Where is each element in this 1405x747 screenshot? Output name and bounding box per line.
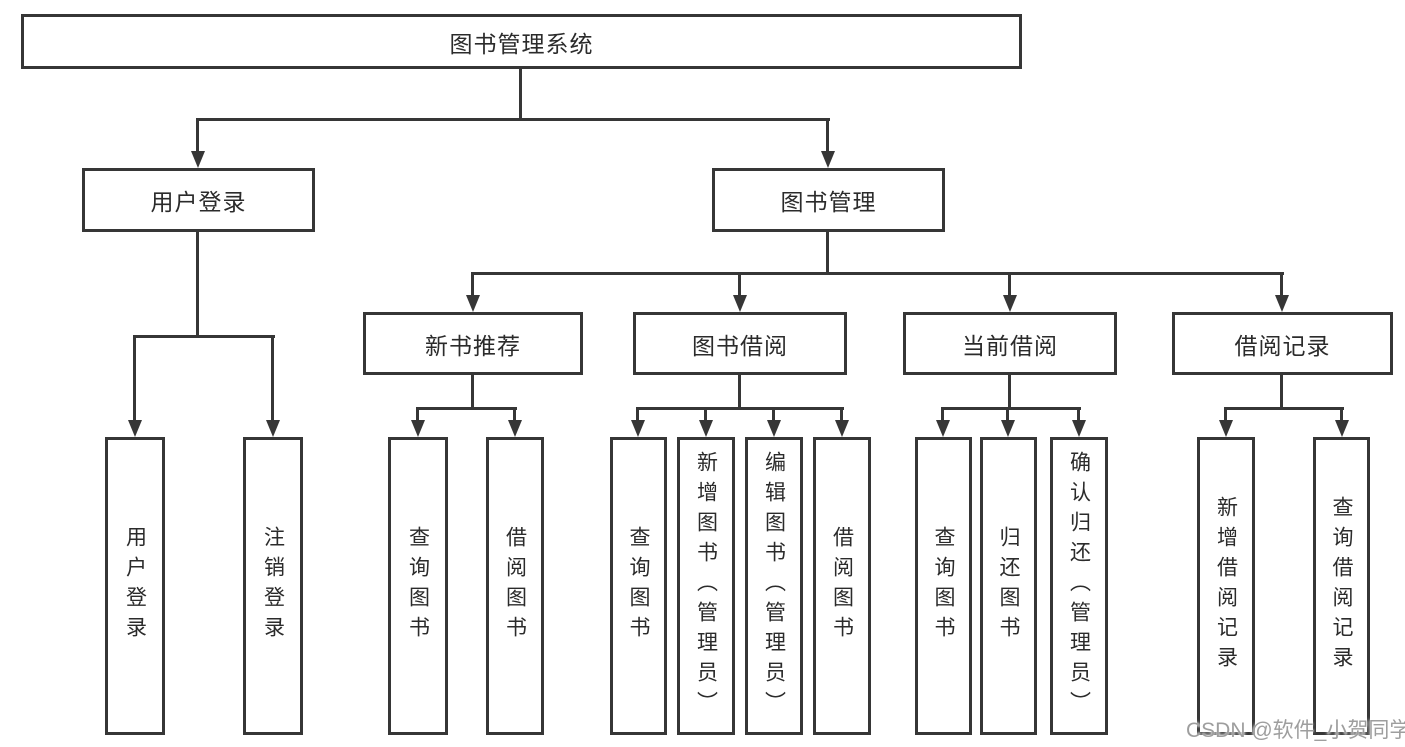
arrow-down-icon <box>936 420 950 437</box>
connector-current-drop-1 <box>941 407 944 422</box>
arrow-down-icon <box>1003 295 1017 312</box>
node-book-borrowing: 图书借阅 <box>633 312 847 375</box>
connector-root-trunk <box>519 69 522 118</box>
connector-user-login-drop-2 <box>271 335 274 422</box>
leaf-recommend-borrow-books: 借阅图书 <box>486 437 544 735</box>
arrow-down-icon <box>835 420 849 437</box>
node-new-book-recommendation: 新书推荐 <box>363 312 583 375</box>
connector-root-drop-1 <box>196 118 199 153</box>
leaf-borrowing-borrow-books: 借阅图书 <box>813 437 871 735</box>
arrow-down-icon <box>128 420 142 437</box>
connector-root-drop-2 <box>826 118 829 153</box>
connector-borrowing-drop-4 <box>840 407 843 422</box>
connector-user-login-drop-1 <box>133 335 136 422</box>
connector-book-mgmt-drop-4 <box>1280 272 1283 297</box>
leaf-borrowing-edit-books-admin: 编辑图书（管理员） <box>745 437 803 735</box>
leaf-user-login: 用户登录 <box>105 437 165 735</box>
arrow-down-icon <box>191 151 205 168</box>
connector-records-drop-1 <box>1224 407 1227 422</box>
arrow-down-icon <box>767 420 781 437</box>
arrow-down-icon <box>631 420 645 437</box>
connector-records-drop-2 <box>1340 407 1343 422</box>
connector-current-trunk <box>1008 375 1011 407</box>
arrow-down-icon <box>699 420 713 437</box>
connector-borrowing-rail <box>636 407 844 410</box>
connector-current-drop-3 <box>1077 407 1080 422</box>
node-borrowing-records: 借阅记录 <box>1172 312 1393 375</box>
connector-borrowing-drop-3 <box>772 407 775 422</box>
connector-borrowing-trunk <box>738 375 741 407</box>
node-current-borrowing: 当前借阅 <box>903 312 1117 375</box>
node-library-management-system: 图书管理系统 <box>21 14 1022 69</box>
connector-current-rail <box>941 407 1081 410</box>
leaf-records-query-record: 查询借阅记录 <box>1313 437 1370 735</box>
connector-book-mgmt-drop-1 <box>471 272 474 297</box>
node-book-management: 图书管理 <box>712 168 945 232</box>
leaf-records-add-record: 新增借阅记录 <box>1197 437 1255 735</box>
connector-book-mgmt-drop-3 <box>1008 272 1011 297</box>
leaf-recommend-query-books: 查询图书 <box>388 437 448 735</box>
arrow-down-icon <box>411 420 425 437</box>
leaf-current-return-books: 归还图书 <box>980 437 1037 735</box>
leaf-logout: 注销登录 <box>243 437 303 735</box>
connector-book-mgmt-drop-2 <box>738 272 741 297</box>
arrow-down-icon <box>1219 420 1233 437</box>
connector-recommend-rail <box>416 407 517 410</box>
connector-records-trunk <box>1280 375 1283 408</box>
arrow-down-icon <box>266 420 280 437</box>
connector-user-login-trunk <box>196 232 199 335</box>
arrow-down-icon <box>1001 420 1015 437</box>
connector-recommend-drop-1 <box>416 407 419 422</box>
connector-user-login-rail <box>133 335 275 338</box>
connector-records-rail <box>1224 407 1344 410</box>
leaf-current-confirm-return-admin: 确认归还（管理员） <box>1050 437 1108 735</box>
node-user-login: 用户登录 <box>82 168 315 232</box>
connector-borrowing-drop-1 <box>636 407 639 422</box>
arrow-down-icon <box>1072 420 1086 437</box>
arrow-down-icon <box>1335 420 1349 437</box>
connector-recommend-trunk <box>471 375 474 407</box>
connector-root-rail <box>196 118 830 121</box>
leaf-borrowing-query-books: 查询图书 <box>610 437 667 735</box>
arrow-down-icon <box>733 295 747 312</box>
connector-recommend-drop-2 <box>513 407 516 422</box>
arrow-down-icon <box>466 295 480 312</box>
leaf-borrowing-add-books-admin: 新增图书（管理员） <box>677 437 735 735</box>
connector-book-mgmt-trunk <box>826 232 829 272</box>
connector-book-mgmt-rail <box>471 272 1284 275</box>
csdn-watermark: CSDN @软件_小贺同学 <box>1186 719 1405 742</box>
arrow-down-icon <box>508 420 522 437</box>
connector-current-drop-2 <box>1006 407 1009 422</box>
leaf-current-query-books: 查询图书 <box>915 437 972 735</box>
connector-borrowing-drop-2 <box>704 407 707 422</box>
arrow-down-icon <box>1275 295 1289 312</box>
arrow-down-icon <box>821 151 835 168</box>
